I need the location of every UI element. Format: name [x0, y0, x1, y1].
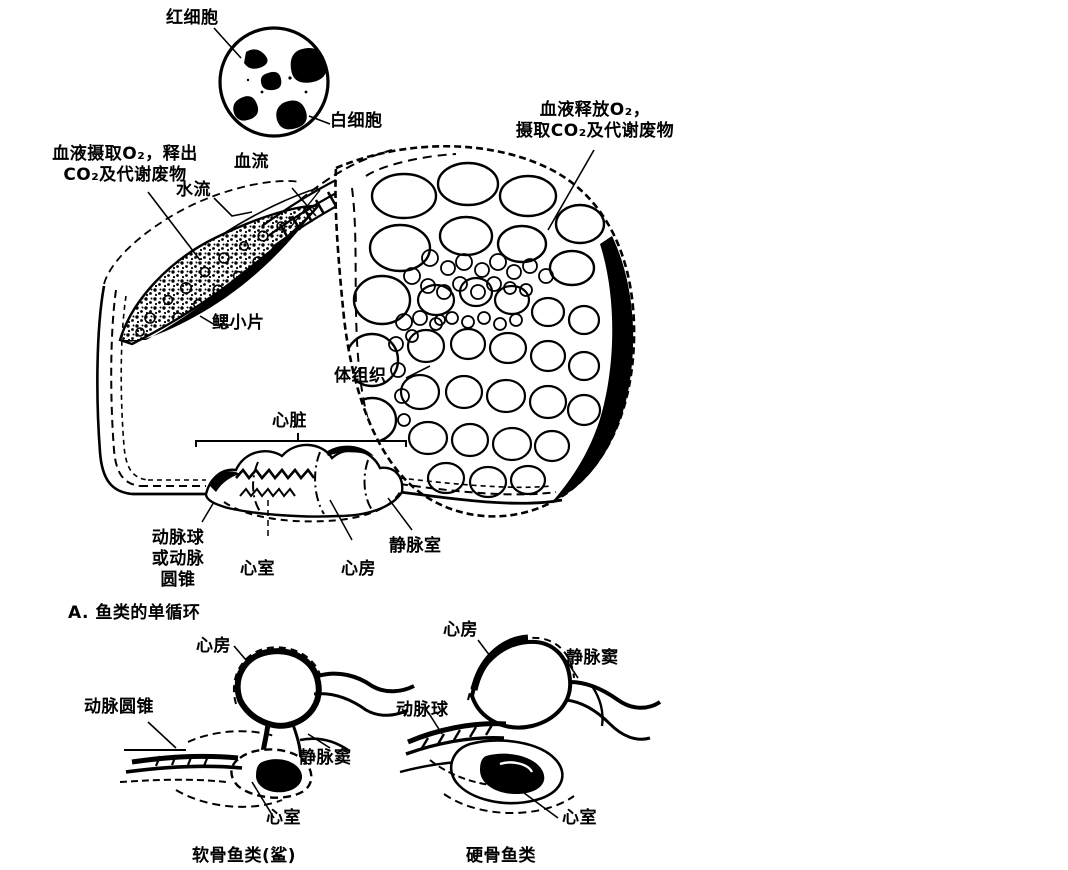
shark-heart-diagram	[119, 645, 415, 819]
label-shark-ventricle: 心室	[266, 808, 301, 828]
circulation-vessel-loop	[96, 149, 563, 505]
blood-cell-inset	[213, 26, 331, 138]
label-red-cell: 红细胞	[166, 8, 219, 28]
label-atrium: 心房	[341, 559, 376, 579]
label-shark-conus: 动脉圆锥	[84, 697, 154, 717]
label-shark-sinus: 静脉窦	[299, 748, 352, 768]
label-bony-atrium: 心房	[443, 620, 478, 640]
label-gill-lamella: 鳃小片	[212, 313, 265, 333]
label-venous-chamber: 静脉室	[389, 536, 442, 556]
body-tissue-shape	[334, 144, 636, 518]
bony-fish-heart-diagram	[399, 634, 662, 819]
label-water-flow: 水流	[176, 180, 211, 200]
leader-lines	[147, 149, 595, 261]
gill-lamellae-shape	[103, 180, 321, 346]
label-blood-release: 血液释放O₂， 摄取CO₂及代谢废物	[515, 100, 675, 141]
label-bony-sinus: 静脉窦	[566, 648, 619, 668]
label-bony-bulbus: 动脉球	[396, 700, 449, 720]
label-heart: 心脏	[272, 411, 307, 431]
caption-bony-fish: 硬骨鱼类	[466, 846, 536, 866]
heart-shape	[195, 433, 413, 541]
label-blood-uptake: 血液摄取O₂，释出 CO₂及代谢废物	[52, 144, 198, 185]
label-bulbus-arteriosus: 动脉球 或动脉 圆锥	[151, 528, 205, 590]
label-ventricle: 心室	[240, 559, 275, 579]
figure-title-a: A. 鱼类的单循环	[68, 603, 201, 623]
label-body-tissue: 体组织	[334, 366, 387, 386]
caption-cartilaginous-fish: 软骨鱼类(鲨)	[192, 846, 297, 866]
label-bony-ventricle: 心室	[562, 808, 597, 828]
label-white-cell: 白细胞	[330, 111, 383, 131]
label-blood-flow: 血流	[234, 152, 269, 172]
label-shark-atrium: 心房	[196, 636, 231, 656]
